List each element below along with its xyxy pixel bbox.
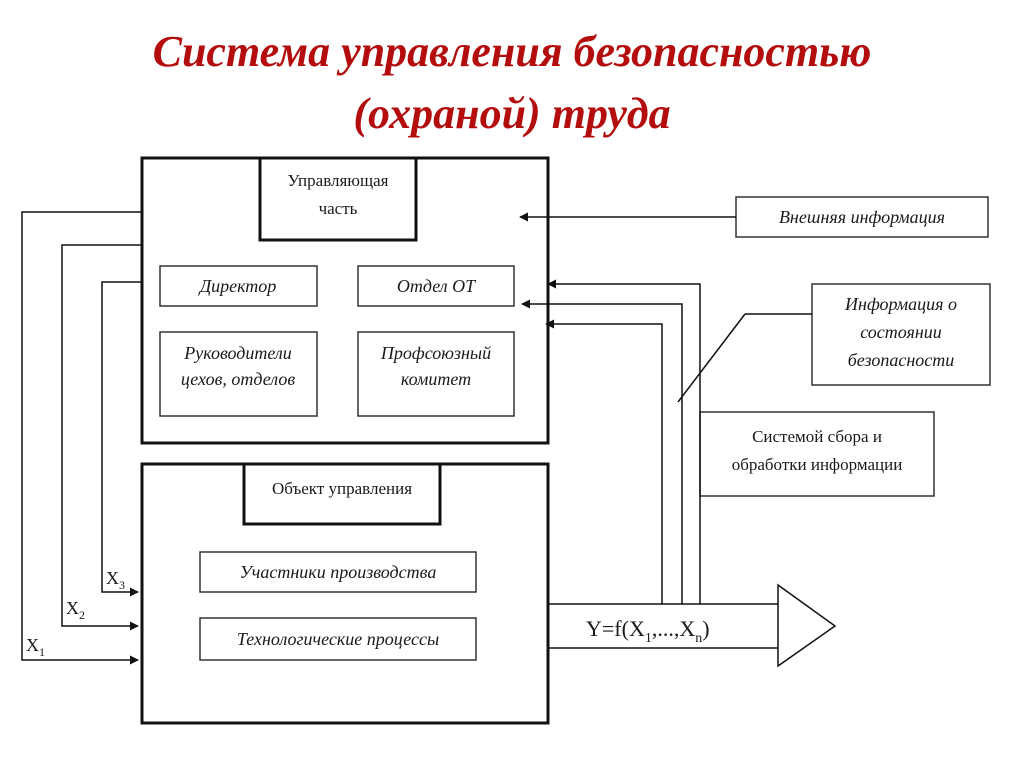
union-label-line2: комитет [401,369,471,389]
safety-state-line3: безопасности [848,350,955,370]
controlled-object-label: Объект управления [272,479,412,498]
safety-state-pointer-diag [677,313,746,403]
feedback-line-2 [521,299,683,604]
control-part-label-line2: часть [319,199,358,218]
collection-system-line1: Системой сбора и [752,427,882,446]
participants-label: Участники производства [240,562,437,582]
director-label: Директор [198,276,277,296]
controlled-object-label-box [242,462,442,526]
input-x3-line [101,281,142,597]
external-info-label: Внешняя информация [779,207,945,227]
input-x1-label: X1 [26,635,45,659]
input-x3-label: X3 [106,568,125,592]
output-arrowhead [777,583,837,668]
ot-dept-label: Отдел ОТ [397,276,477,296]
director-box [159,265,318,307]
processes-box [199,617,477,661]
feedback-line-3 [545,319,663,604]
title-line-1: Система управления безопасностью [152,27,872,76]
union-box [357,331,515,417]
input-x2-line [61,244,142,631]
safety-state-line2: состоянии [860,322,942,342]
safety-state-box [811,283,991,386]
control-part-label-line1: Управляющая [288,171,389,190]
heads-box [159,331,318,417]
input-x2-label: X2 [66,598,85,622]
collection-system-box [699,411,935,497]
processes-label: Технологические процессы [237,629,439,649]
ot-dept-box [357,265,515,307]
safety-state-line1: Информация о [844,294,957,314]
input-x1-line [21,211,142,665]
title-line-2: (охраной) труда [353,89,671,138]
heads-label-line2: цехов, отделов [181,369,295,389]
collection-system-line2: обработки информации [732,455,903,474]
union-label-line1: Профсоюзный [380,343,491,363]
output-formula: Y=f(X1,...,Xn) [586,616,710,646]
feedback-line-1 [547,279,701,604]
heads-label-line1: Руководители [183,343,292,363]
participants-box [199,551,477,593]
control-part-label-box [258,156,418,242]
